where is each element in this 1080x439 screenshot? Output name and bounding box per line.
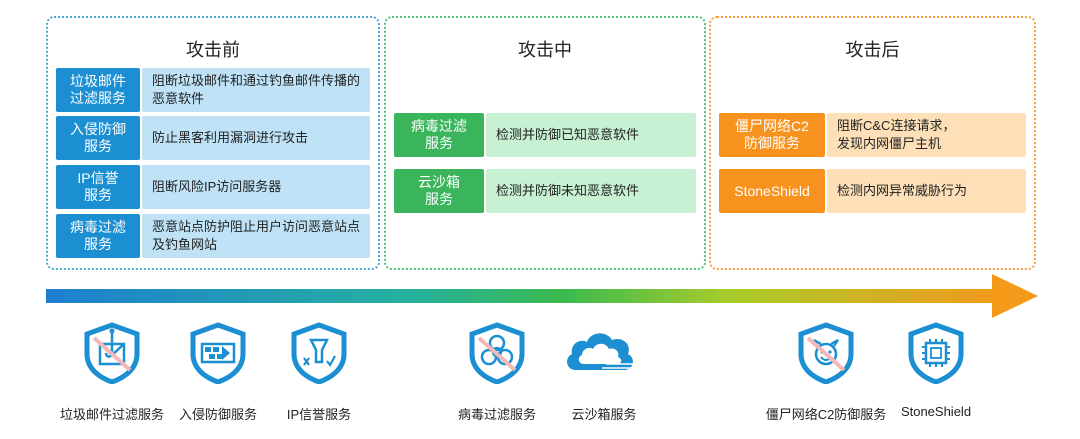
service-row: 云沙箱 服务 检测并防御未知恶意软件: [394, 169, 696, 213]
botnet-c2-shield-icon: [796, 322, 856, 384]
service-description: 阻断C&C连接请求， 发现内网僵尸主机: [827, 113, 1026, 157]
service-row: 病毒过滤 服务 检测并防御已知恶意软件: [394, 113, 696, 157]
service-tag: 病毒过滤 服务: [394, 113, 484, 157]
ip-reputation-shield-icon: [289, 322, 349, 384]
service-tag: 入侵防御 服务: [56, 116, 140, 160]
service-row: 入侵防御 服务 防止黑客利用漏洞进行攻击: [56, 116, 370, 160]
service-row: 僵尸网络C2 防御服务 阻断C&C连接请求， 发现内网僵尸主机: [719, 113, 1026, 157]
cloud-sandbox-icon: [562, 322, 638, 384]
service-tag: StoneShield: [719, 169, 825, 213]
service-row: IP信誉 服务 阻断风险IP访问服务器: [56, 165, 370, 209]
service-tag: IP信誉 服务: [56, 165, 140, 209]
service-tag: 云沙箱 服务: [394, 169, 484, 213]
icon-label: 病毒过滤服务: [457, 407, 537, 422]
timeline-arrow-head: [992, 274, 1038, 318]
service-description: 阻断垃圾邮件和通过钓鱼邮件传播的恶意软件: [142, 68, 370, 112]
stoneshield-chip-shield-icon: [906, 322, 966, 384]
service-tag: 僵尸网络C2 防御服务: [719, 113, 825, 157]
icon-label: 云沙箱服务: [571, 407, 637, 422]
timeline-arrow-bar: [46, 289, 996, 303]
service-row: StoneShield 检测内网异常威胁行为: [719, 169, 1026, 213]
icon-label: IP信誉服务: [286, 407, 352, 422]
service-description: 检测内网异常威胁行为: [827, 169, 1026, 213]
service-description: 防止黑客利用漏洞进行攻击: [142, 116, 370, 160]
icon-label: StoneShield: [900, 404, 972, 419]
icon-label: 垃圾邮件过滤服务: [59, 407, 165, 422]
panel-before-attack: 攻击前 垃圾邮件 过滤服务 阻断垃圾邮件和通过钓鱼邮件传播的恶意软件 入侵防御 …: [46, 16, 380, 270]
icon-label: 僵尸网络C2防御服务: [765, 407, 887, 422]
service-row: 病毒过滤 服务 恶意站点防护阻止用户访问恶意站点及钓鱼网站: [56, 214, 370, 258]
panel-during-attack: 攻击中 病毒过滤 服务 检测并防御已知恶意软件 云沙箱 服务 检测并防御未知恶意…: [384, 16, 706, 270]
service-row: 垃圾邮件 过滤服务 阻断垃圾邮件和通过钓鱼邮件传播的恶意软件: [56, 68, 370, 112]
service-tag: 病毒过滤 服务: [56, 214, 140, 258]
service-description: 检测并防御未知恶意软件: [486, 169, 696, 213]
panel-after-attack: 攻击后 僵尸网络C2 防御服务 阻断C&C连接请求， 发现内网僵尸主机 Ston…: [709, 16, 1036, 270]
icon-label: 入侵防御服务: [178, 407, 258, 422]
service-description: 恶意站点防护阻止用户访问恶意站点及钓鱼网站: [142, 214, 370, 258]
intrusion-prevention-shield-icon: [188, 322, 248, 384]
panel-title: 攻击中: [518, 40, 572, 60]
service-tag: 垃圾邮件 过滤服务: [56, 68, 140, 112]
panel-title: 攻击前: [186, 40, 240, 60]
service-description: 阻断风险IP访问服务器: [142, 165, 370, 209]
spam-filter-shield-icon: [82, 322, 142, 384]
panel-title: 攻击后: [845, 40, 900, 60]
timeline-arrow: [46, 274, 1038, 318]
virus-filter-shield-icon: [467, 322, 527, 384]
service-description: 检测并防御已知恶意软件: [486, 113, 696, 157]
